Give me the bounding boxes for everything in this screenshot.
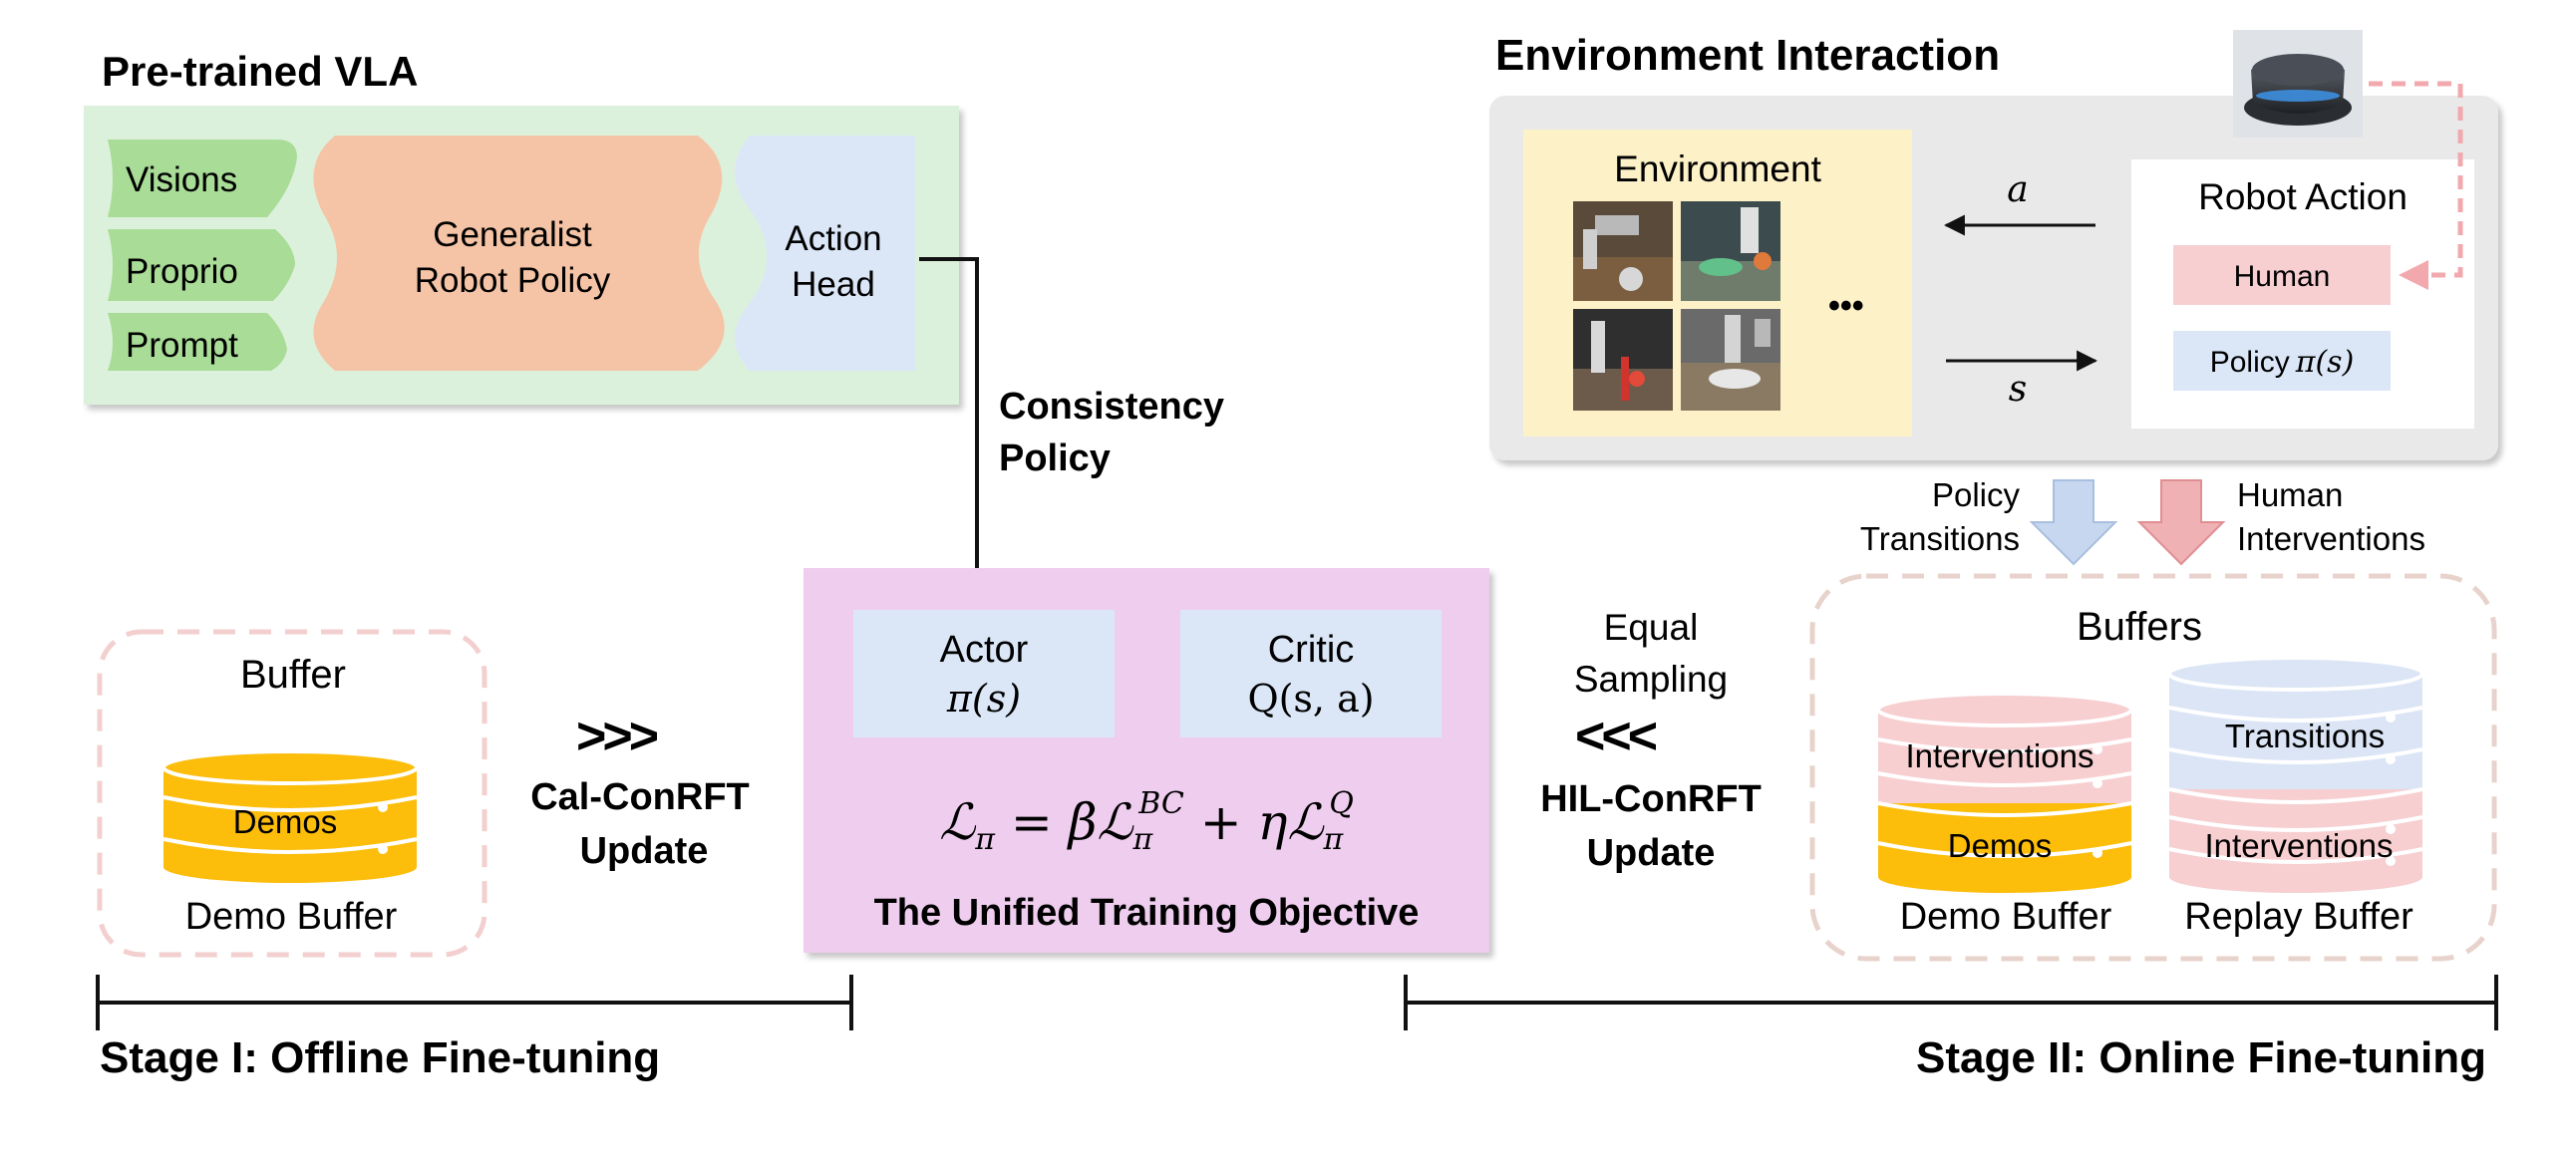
actor-math: π(s) [946, 677, 1021, 721]
consistency-connector [919, 257, 991, 605]
actor-box [853, 610, 1115, 737]
unified-objective-formula: ℒπ = βℒπBC + ηℒπQ [939, 786, 1354, 857]
action-head-label-line1: Action [785, 219, 881, 258]
policy-label-line2: Robot Policy [415, 261, 611, 300]
actor-label: Actor [940, 629, 1029, 671]
stage2-timeline [1404, 975, 2498, 1030]
stage1-label: Stage I: Offline Fine-tuning [100, 1033, 660, 1082]
replay-interventions-label: Interventions [2205, 827, 2394, 864]
equal-sampling-line2: Sampling [1574, 659, 1728, 700]
hil-conrft-label-line1: HIL-ConRFT [1540, 778, 1762, 820]
replay-transitions-label: Transitions [2225, 718, 2385, 754]
online-buffers-panel: Buffers Interventions Demos Demo Buffer [1809, 573, 2497, 962]
human-teleop-route [2369, 81, 2463, 290]
critic-math: Q(s, a) [1247, 677, 1374, 721]
policy-transitions-label-line2: Transitions [1860, 520, 2020, 557]
proprio-label: Proprio [126, 252, 238, 291]
unified-objective-panel: Actor π(s) Critic Q(s, a) ℒπ = βℒπBC + η… [804, 568, 1489, 953]
proprio-tag [108, 229, 295, 301]
robot-action-label: Robot Action [2198, 176, 2408, 217]
human-interventions-arrow [2136, 479, 2226, 566]
online-buffers-title: Buffers [2077, 605, 2202, 649]
offline-buffer-border [97, 629, 487, 958]
action-head-block [735, 136, 915, 371]
equal-sampling-line1: Equal [1604, 607, 1699, 648]
offline-update-chevrons: >>> [576, 708, 658, 765]
critic-box [1180, 610, 1442, 737]
robot-scene-photo-4 [1681, 309, 1780, 411]
robot-scene-photo-1 [1573, 201, 1673, 301]
policy-action-box [2173, 331, 2391, 391]
online-demo-buffer-cylinder [1876, 692, 2133, 893]
prompt-tag [108, 313, 287, 371]
more-scenes-ellipsis: ••• [1828, 287, 1864, 325]
pretrained-vla-panel: Pre-trained VLA Visions Proprio Prompt G… [84, 48, 959, 405]
policy-label-line1: Generalist [433, 215, 592, 254]
action-head-label-line2: Head [792, 265, 875, 304]
offline-demo-buffer-label: Demo Buffer [185, 896, 398, 938]
visions-tag [108, 140, 297, 217]
offline-demos-cylinder [161, 749, 419, 883]
action-symbol: a [2007, 169, 2028, 210]
online-demo-demos-label: Demos [1948, 827, 2053, 864]
offline-buffer-title: Buffer [240, 653, 346, 697]
env-title: Environment Interaction [1495, 31, 2000, 80]
human-action-box [2173, 245, 2391, 305]
online-update-chevrons: <<< [1575, 708, 1657, 765]
stage2-label: Stage II: Online Fine-tuning [1916, 1033, 2486, 1082]
offline-buffer-panel: Buffer Demos Demo Buffer [97, 629, 487, 958]
offline-demos-label: Demos [233, 803, 338, 840]
unified-objective-title: The Unified Training Objective [874, 892, 1420, 934]
online-demo-interventions-label: Interventions [1906, 737, 2094, 774]
cal-conrft-label-line1: Cal-ConRFT [530, 776, 750, 818]
robot-scene-photo-2 [1681, 201, 1780, 301]
prompt-label: Prompt [126, 326, 238, 365]
generalist-policy-block [313, 136, 725, 371]
policy-action-word: Policy [2210, 346, 2290, 379]
environment-interaction-panel: Environment Interaction Environment [1489, 30, 2498, 460]
hil-conrft-label-line2: Update [1587, 832, 1716, 874]
human-interventions-label-line1: Human [2237, 476, 2343, 513]
stage1-timeline [96, 975, 853, 1030]
environment-label: Environment [1614, 148, 1821, 189]
visions-label: Visions [126, 160, 237, 199]
consistency-label-line1: Consistency [999, 386, 1224, 428]
replay-buffer-label: Replay Buffer [2184, 896, 2414, 938]
vla-title: Pre-trained VLA [102, 48, 418, 95]
replay-buffer-cylinder [2167, 656, 2424, 893]
online-demo-buffer-label: Demo Buffer [1900, 896, 2112, 938]
human-interventions-label-line2: Interventions [2237, 520, 2425, 557]
spacemouse-device-image [2233, 30, 2363, 138]
human-action-label: Human [2234, 260, 2331, 293]
online-buffers-border [1809, 573, 2497, 962]
policy-transitions-arrow [2029, 479, 2118, 566]
critic-label: Critic [1268, 629, 1355, 671]
cal-conrft-label-line2: Update [580, 830, 709, 872]
state-symbol: s [2009, 369, 2027, 410]
consistency-label-line2: Policy [999, 437, 1111, 479]
robot-scene-photo-3 [1573, 309, 1673, 411]
policy-action-math: π(s) [2295, 345, 2355, 380]
policy-transitions-label-line1: Policy [1932, 476, 2021, 513]
